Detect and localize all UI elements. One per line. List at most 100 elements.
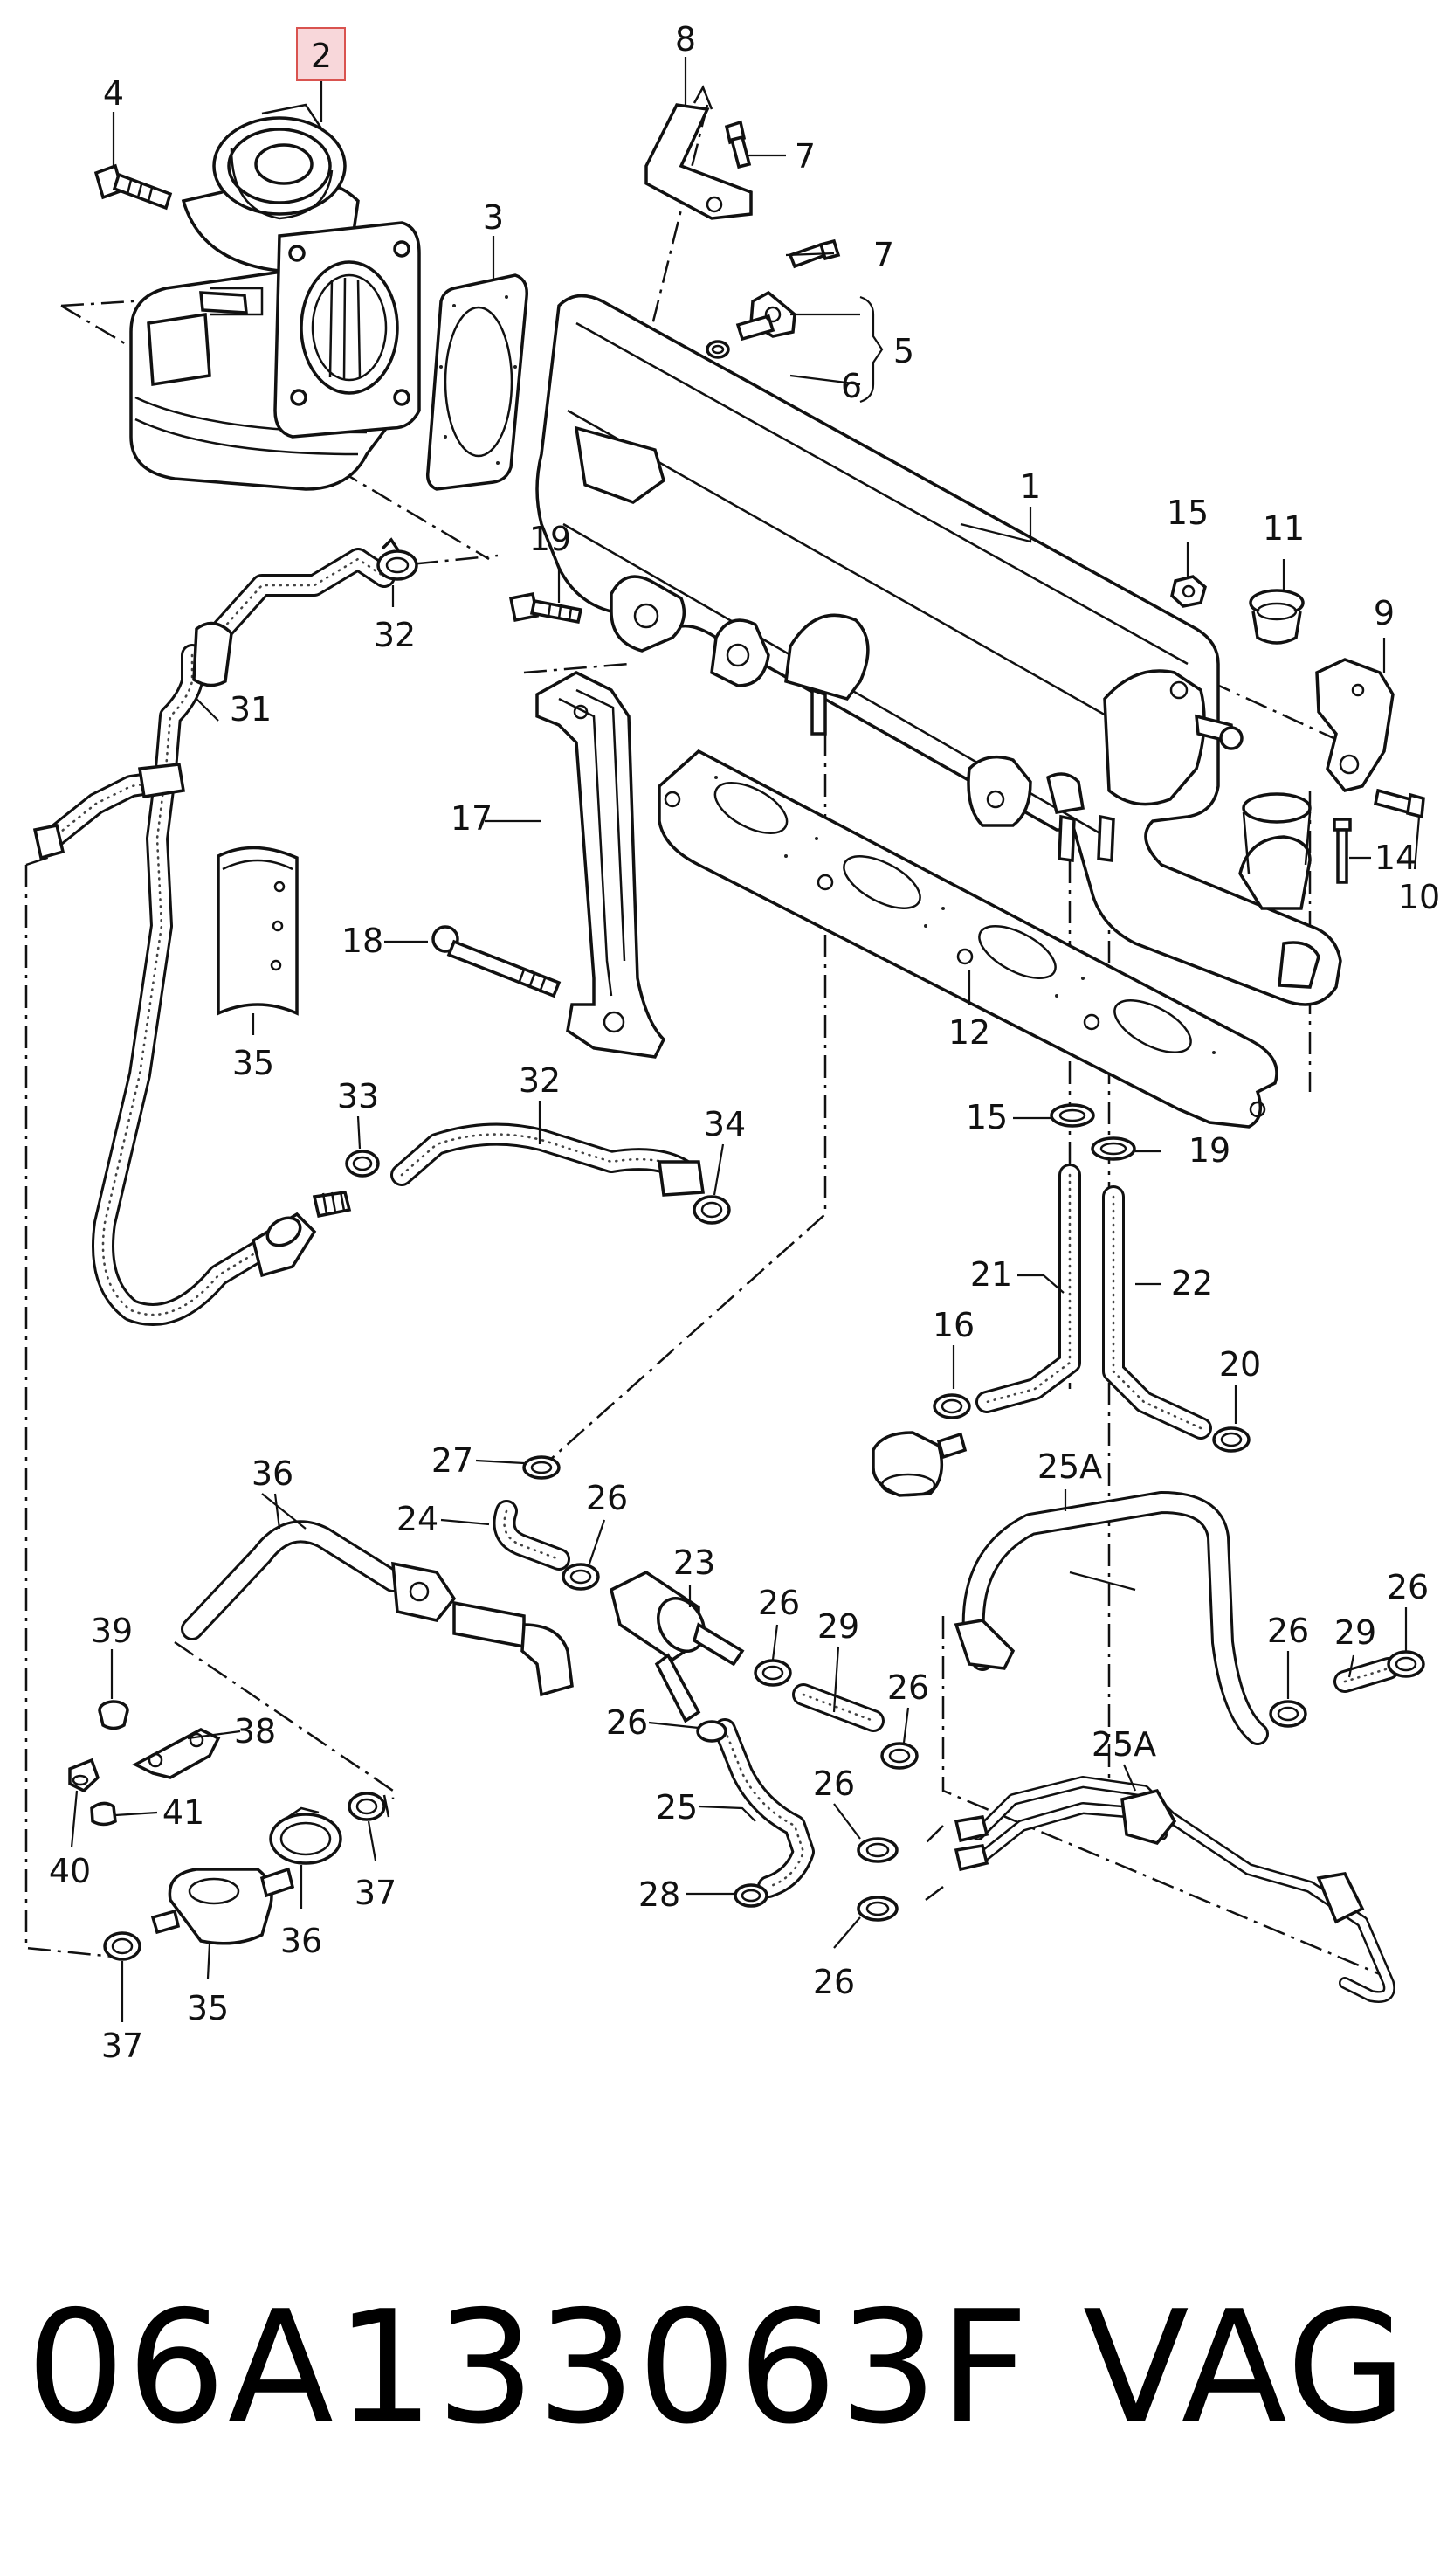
callout-4: 4 [103,74,124,113]
clamp-26-g [857,1837,899,1863]
callout-35-visible: 35 [187,1989,229,2027]
callout-14: 15 [1167,494,1209,532]
callout-1: 1 [1020,467,1041,506]
callout-5: 5 [893,332,914,370]
callout-27: 27 [431,1441,473,1480]
callout-23: 24 [396,1500,438,1538]
callout-26-a: 26 [586,1479,628,1517]
callout-26-g: 26 [813,1765,855,1803]
callout-25: 25A [1037,1447,1102,1486]
callout-2: 2 [311,37,332,75]
clamp-26-c [880,1742,919,1770]
callout-9: 9 [1374,594,1395,632]
callout-30: 31 [230,690,272,729]
intake-manifold [535,294,1342,1006]
callout-21: 22 [1171,1264,1213,1302]
check-valve [251,1212,317,1278]
pressure-regulator [872,1431,968,1497]
callout-28: 28 [638,1875,680,1914]
callout-41: 41 [162,1793,204,1832]
hose-24 [713,1718,815,1898]
bushing-41 [90,1801,117,1827]
callout-18: 19 [529,520,571,558]
callout-11: 11 [1263,509,1305,548]
callout-7-lower: 7 [873,236,894,274]
hose-21 [1102,1185,1212,1440]
bracket-8 [644,85,753,220]
clamp-15-top [1050,1103,1095,1128]
bolt-17 [431,925,562,998]
callout-26-f: 26 [1387,1568,1429,1606]
callout-37-right: 37 [355,1874,396,1912]
heat-shield-33 [217,846,299,1016]
fuel-filter-35 [150,1867,295,1945]
callout-32-right: 34 [704,1105,746,1143]
sensor-5 [735,290,796,342]
bolt-13 [1333,818,1352,884]
callout-26-e: 26 [1267,1612,1309,1650]
hose-29-right [1333,1657,1400,1693]
callout-31: 32 [519,1061,561,1100]
callout-29-left: 29 [817,1607,859,1646]
callout-25A: 25A [1092,1725,1156,1764]
bushing-39 [98,1700,129,1730]
clamp-32-left [345,1150,380,1178]
callout-32-left: 33 [337,1077,379,1115]
leader-lines [70,57,1421,2022]
callout-26-h: 26 [813,1963,855,2001]
footer: 06A133063F VAG [0,2236,1454,2498]
hose-29-left [792,1683,885,1732]
callout-3: 3 [483,198,504,237]
hose-23 [493,1500,570,1571]
nut-14 [1170,575,1207,608]
callout-34: 36 [252,1454,293,1493]
callout-7-upper: 7 [795,137,816,176]
pipe-25a [954,1776,1395,2003]
clamp-27 [522,1455,561,1480]
part-number: 06A133063F [26,2276,1031,2458]
clamp-15-lower [933,1393,971,1419]
callout-10: 10 [1398,878,1440,916]
callout-19-lower: 20 [1219,1345,1261,1384]
hose-20 [975,1164,1081,1413]
callout-29-right: 29 [1334,1613,1376,1652]
clip-40 [68,1758,100,1793]
callout-15-upper: 15 [966,1098,1008,1136]
callout-6: 6 [841,367,862,405]
manifold-gasket-12 [658,749,1278,1129]
callout-16: 17 [451,799,493,838]
throttle-body [129,103,421,491]
callout-17: 18 [341,922,383,960]
clamp-26-d [696,1720,727,1743]
clamp-19-lower [1212,1426,1251,1453]
callout-39: 39 [91,1612,133,1650]
callout-15-lower: 16 [933,1306,975,1344]
callout-37-left: 37 [101,2027,143,2065]
bracket-9 [1315,658,1395,792]
hose-34-pipe [181,1520,574,1697]
callout-40: 40 [49,1852,91,1890]
clamp-28 [734,1883,768,1908]
clamp-26-b [754,1659,792,1687]
callout-26-c: 26 [887,1668,929,1707]
callout-24: 25 [656,1788,698,1827]
callout-36: 36 [280,1922,322,1960]
hose-31 [312,1122,705,1219]
clamp-37-left [103,1931,141,1961]
bolt-18 [508,591,583,625]
callout-22: 23 [673,1544,715,1582]
callout-33: 35 [232,1044,274,1082]
clamp-37-right [348,1792,386,1821]
callout-8: 8 [675,20,696,59]
hose-30 [32,548,396,1326]
callout-38: 38 [234,1712,276,1751]
callout-labels: 2 4 3 8 7 7 5 6 1 15 11 9 14 10 12 19 32… [49,20,1440,2065]
bracket-16 [535,671,666,1059]
callout-20: 21 [970,1255,1012,1294]
clamp-26-h [857,1896,899,1922]
brand: VAG [1083,2276,1409,2458]
callout-12: 12 [948,1013,990,1052]
clamp-19-top [1091,1136,1136,1161]
seal-6 [706,340,730,359]
